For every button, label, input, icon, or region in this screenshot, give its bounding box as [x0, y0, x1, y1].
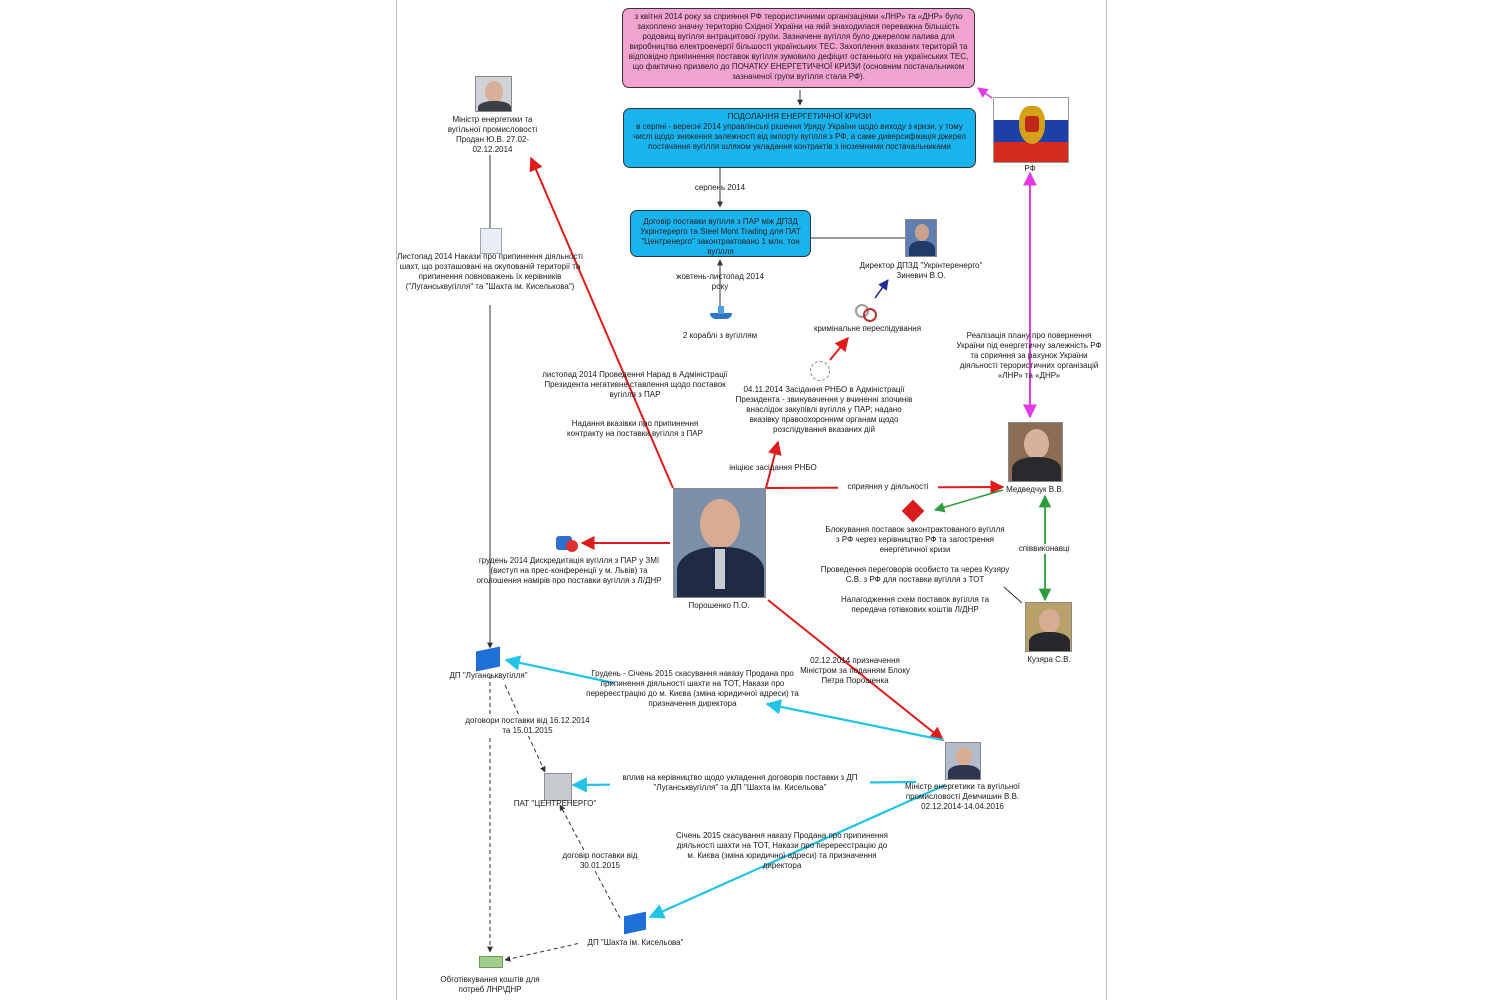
poroshenko-photo — [673, 488, 766, 598]
ships-label: 2 кораблі з вугіллям — [682, 331, 758, 340]
handcuffs-icon — [855, 300, 877, 322]
poroshenko-label: Порошенко П.О. — [688, 601, 750, 610]
dashed-shakhta-cash — [504, 941, 586, 962]
arrow-rnbo-to-criminal — [829, 336, 849, 361]
demchyshyn-photo — [945, 742, 981, 780]
line-kuzyara-to-notes — [1003, 586, 1023, 604]
arrow-poroshenko-to-prodan — [529, 156, 674, 489]
arrow-poroshenko-to-rnbo — [765, 440, 782, 489]
luhansk-label: ДП "Луганськвугілля" — [449, 671, 528, 680]
arrow-note-to-luhansk — [504, 655, 615, 685]
instructions-label: Надання вказівки про припинення контракт… — [567, 419, 703, 438]
coal-contract-box: Договір поставки вугілля з ПАР між ДПЗД … — [630, 210, 811, 257]
shakhta-label: ДП "Шахта ім. Кисельова" — [578, 938, 693, 948]
dec-jan-label: Грудень - Січень 2015 скасування наказу … — [586, 669, 799, 708]
medvedchuk-label: Медведчук В.В. — [1006, 485, 1064, 494]
arrow-criminal-to-director — [874, 279, 889, 299]
prodan-label: Міністр енергетики та вугільної промисло… — [447, 115, 538, 154]
rnbo-label: 04.11.2014 Засідання РНБО в Адміністраці… — [735, 385, 913, 434]
negotiations-label: Проведення переговорів особисто та через… — [820, 565, 1010, 584]
serpen-label: серпень 2014 — [694, 183, 746, 192]
kuzyara-label: Кузяра С.В. — [1027, 655, 1071, 664]
assistance-label: сприяння у діяльності — [838, 482, 938, 492]
zhovten-label: жовтень-листопад 2014 року — [676, 272, 764, 291]
crisis-cause-box: з квітня 2014 року за сприяння РФ терори… — [622, 8, 975, 88]
influence-label: вплив на керівництво щодо укладення дого… — [610, 773, 870, 793]
ship-icon — [710, 306, 732, 320]
orders-label: Листопад 2014 Накази про припинення діял… — [397, 252, 583, 291]
crisis-response-box: ПОДОЛАННЯ ЕНЕРГЕТИЧНОЇ КРИЗИ в серпні - … — [623, 108, 976, 168]
initiates-label: ініціює засідання РНБО — [729, 463, 817, 472]
media-icon — [556, 532, 580, 554]
russia-flag-icon — [993, 97, 1069, 163]
arrow-demchyshyn-to-shakhta — [648, 783, 946, 919]
contracts1-label: договори поставки від 16.12.2014 та 15.0… — [465, 716, 590, 736]
meeting-icon — [810, 361, 830, 381]
director-label: Директор ДПЗД "Укрінтеренерго" Зиневич В… — [859, 261, 983, 280]
rf-label: РФ — [1024, 164, 1036, 173]
meetings-label: листопад 2014 Проведення Нарад в Адмініс… — [542, 370, 728, 399]
criminal-label: кримінальне переслідування — [813, 324, 922, 333]
cash-icon — [479, 956, 503, 968]
cash-label: Обготівкування коштів для потреб ЛНР\ДНР — [440, 975, 540, 994]
centrenergo-label: ПАТ "ЦЕНТРЕНЕРГО" — [513, 799, 597, 808]
arrow-medvedchuk-to-blocking — [933, 489, 1004, 513]
demchyshyn-label: Міністр енергетики та вугільної промисло… — [905, 782, 1020, 811]
arrow-magenta-to-pink — [977, 87, 993, 99]
medvedchuk-photo — [1008, 422, 1063, 482]
director-photo — [905, 219, 937, 257]
realization-label: Реалізація плану про повернення України … — [956, 331, 1102, 380]
building-icon — [544, 773, 572, 801]
arrow-poroshenko-to-demchyshyn — [767, 599, 945, 741]
dashed-luhansk-centrenergo — [504, 684, 546, 773]
january-label: Січень 2015 скасування наказу Продана пр… — [675, 831, 889, 870]
crisis-response-title: ПОДОЛАННЯ ЕНЕРГЕТИЧНОЇ КРИЗИ — [727, 112, 872, 121]
accomplices-label: співвиконавці — [1012, 544, 1076, 554]
contract2-label: договір поставки від 30.01.2015 — [560, 851, 640, 871]
prodan-photo — [475, 76, 512, 112]
crisis-response-text: в серпні - вересні 2014 управлінські ріш… — [633, 122, 966, 151]
kuzyara-photo — [1025, 602, 1072, 652]
document-icon — [480, 228, 502, 254]
appointment-label: 02.12.2014 призначення Міністром за пода… — [800, 656, 910, 685]
schemes-label: Налагодження схем поставок вугілля та пе… — [840, 595, 990, 614]
blocking-label: Блокування поставок законтрактованого ву… — [825, 525, 1005, 554]
arrow-demchyshyn-to-luhansk-note — [765, 699, 944, 742]
discredit-label: грудень 2014 Дискредитація вугілля з ПАР… — [476, 556, 662, 585]
